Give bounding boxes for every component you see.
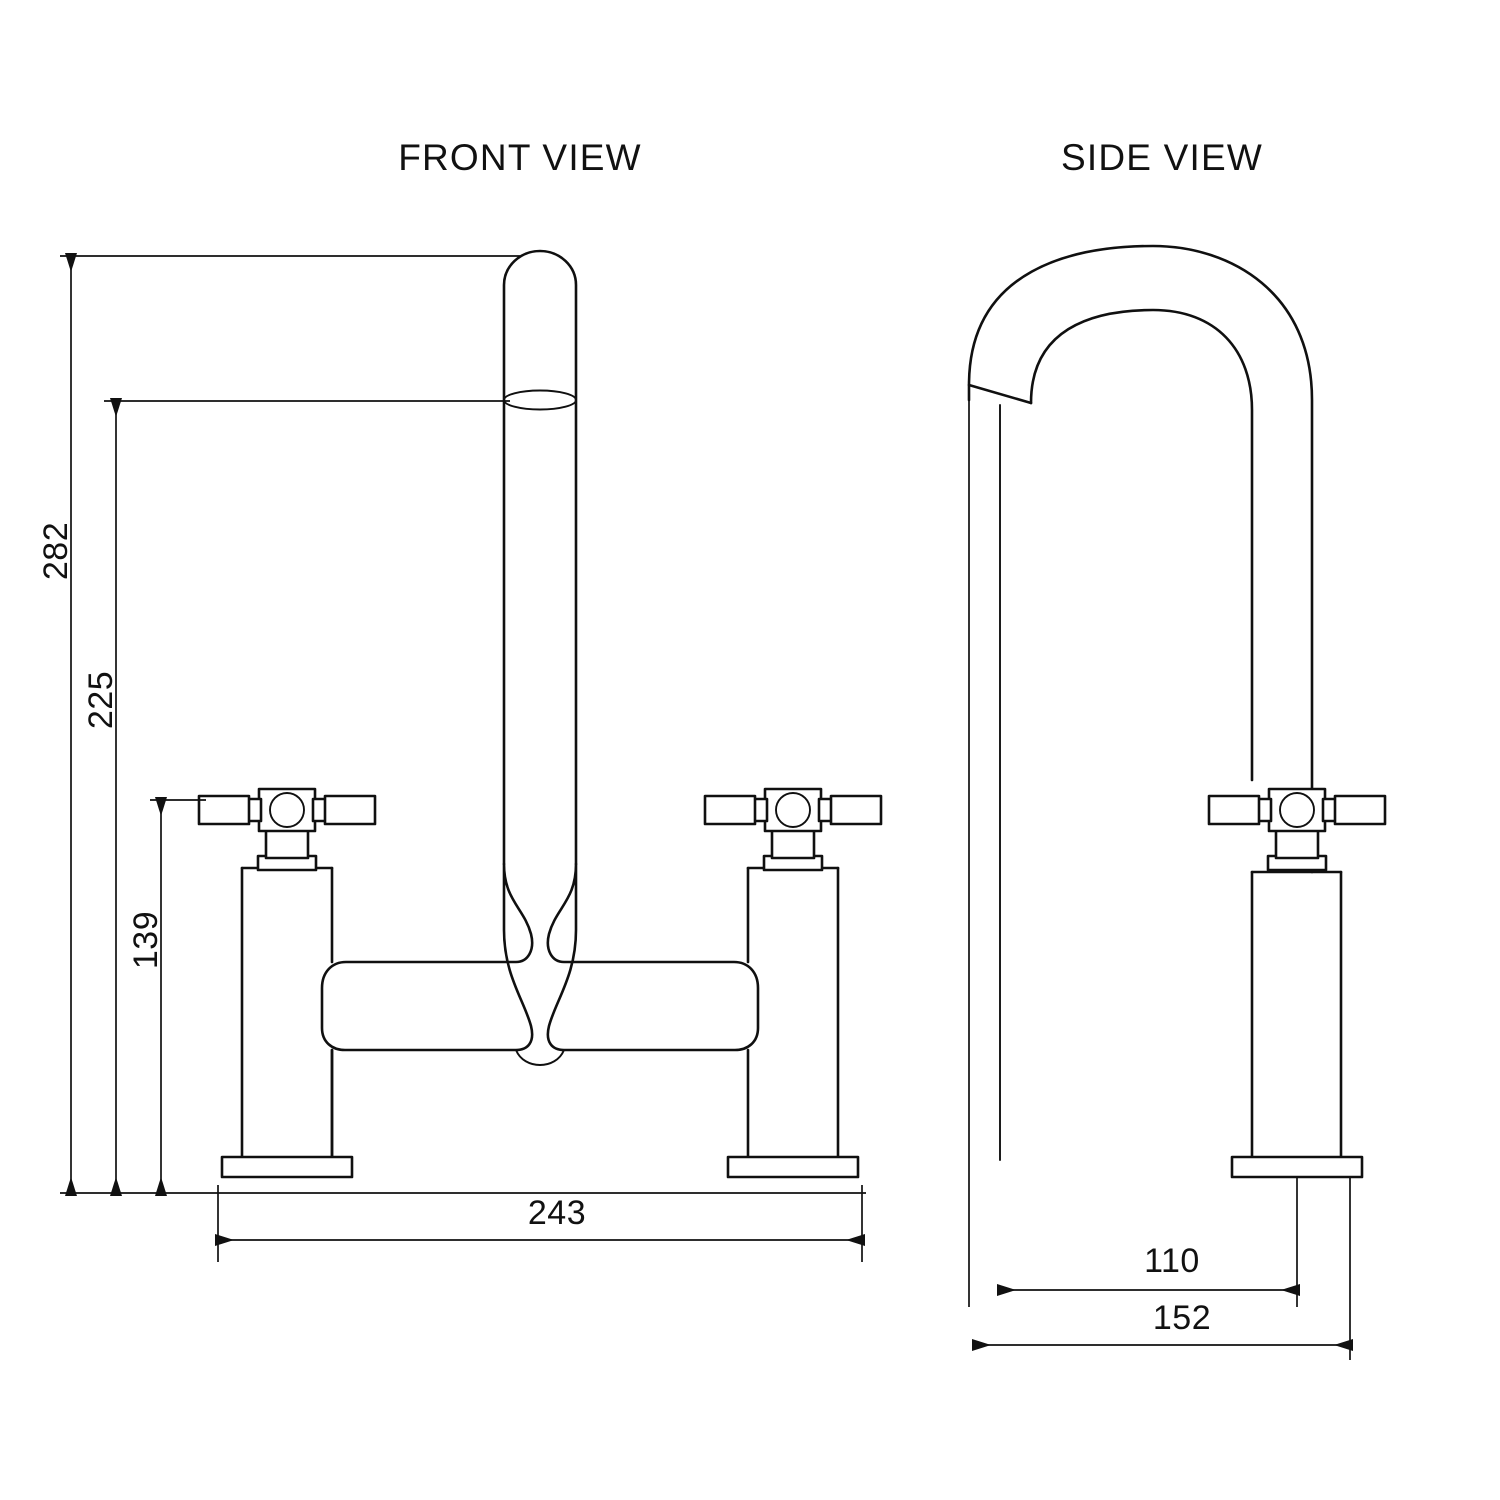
dim-arrow-243-left (215, 1234, 234, 1246)
spout-seam-ellipse (503, 389, 577, 411)
dim-arrow-110-right (1281, 1284, 1300, 1296)
bridge-body-right (546, 862, 760, 1052)
dim-arrow-243-right (846, 1234, 865, 1246)
side-base-flange (1230, 1155, 1364, 1179)
side-cross-arm-left (1207, 794, 1261, 826)
front-view-drawing (197, 249, 883, 1179)
side-cross-hub (1267, 787, 1327, 833)
dim-arrow-152-left (972, 1339, 991, 1351)
dim-arrow-152-right (1334, 1339, 1353, 1351)
bridge-body-left (320, 862, 534, 1052)
dim-label-139: 139 (127, 911, 165, 969)
left-cross-arm-left (197, 794, 251, 826)
dim-arrow-139-top (155, 797, 167, 816)
bridge-center-dip (515, 1049, 565, 1066)
dim-arrow-282-bottom (65, 1177, 77, 1196)
spout-outlet-cut (967, 383, 1033, 405)
dim-arrow-110-left (997, 1284, 1016, 1296)
side-view-dimensions: 110 152 (972, 1242, 1353, 1351)
left-cross-arm-right (323, 794, 377, 826)
left-base-flange (220, 1155, 354, 1179)
gooseneck-inner (1029, 308, 1254, 782)
dim-label-110: 110 (1144, 1242, 1200, 1280)
right-cross-arm-left (703, 794, 757, 826)
right-base-flange (726, 1155, 860, 1179)
front-view-dimensions: 282 225 139 243 (37, 253, 866, 1262)
right-cross-arm-right (829, 794, 883, 826)
side-view-title: SIDE VIEW (1061, 137, 1263, 178)
dim-arrow-225-bottom (110, 1177, 122, 1196)
dim-label-243: 243 (528, 1194, 586, 1232)
right-cross-hub-circle (775, 792, 811, 828)
side-cross-hub-circle (1279, 792, 1315, 828)
front-view-title: FRONT VIEW (398, 137, 642, 178)
dim-label-282: 282 (37, 522, 75, 580)
left-pillar-sides (240, 866, 334, 1177)
right-cross-hub (763, 787, 823, 833)
side-view-drawing (967, 244, 1387, 1360)
dim-label-152: 152 (1153, 1299, 1211, 1337)
left-cross-hub-circle (269, 792, 305, 828)
dim-arrow-139-bottom (155, 1177, 167, 1196)
dim-arrow-282-top (65, 253, 77, 272)
dim-label-225: 225 (82, 671, 120, 729)
left-cross-hub (257, 787, 317, 833)
side-cross-arm-right (1333, 794, 1387, 826)
dim-arrow-225-top (110, 398, 122, 417)
gooseneck-outer (967, 244, 1314, 874)
spout-riser-outline (502, 249, 578, 866)
